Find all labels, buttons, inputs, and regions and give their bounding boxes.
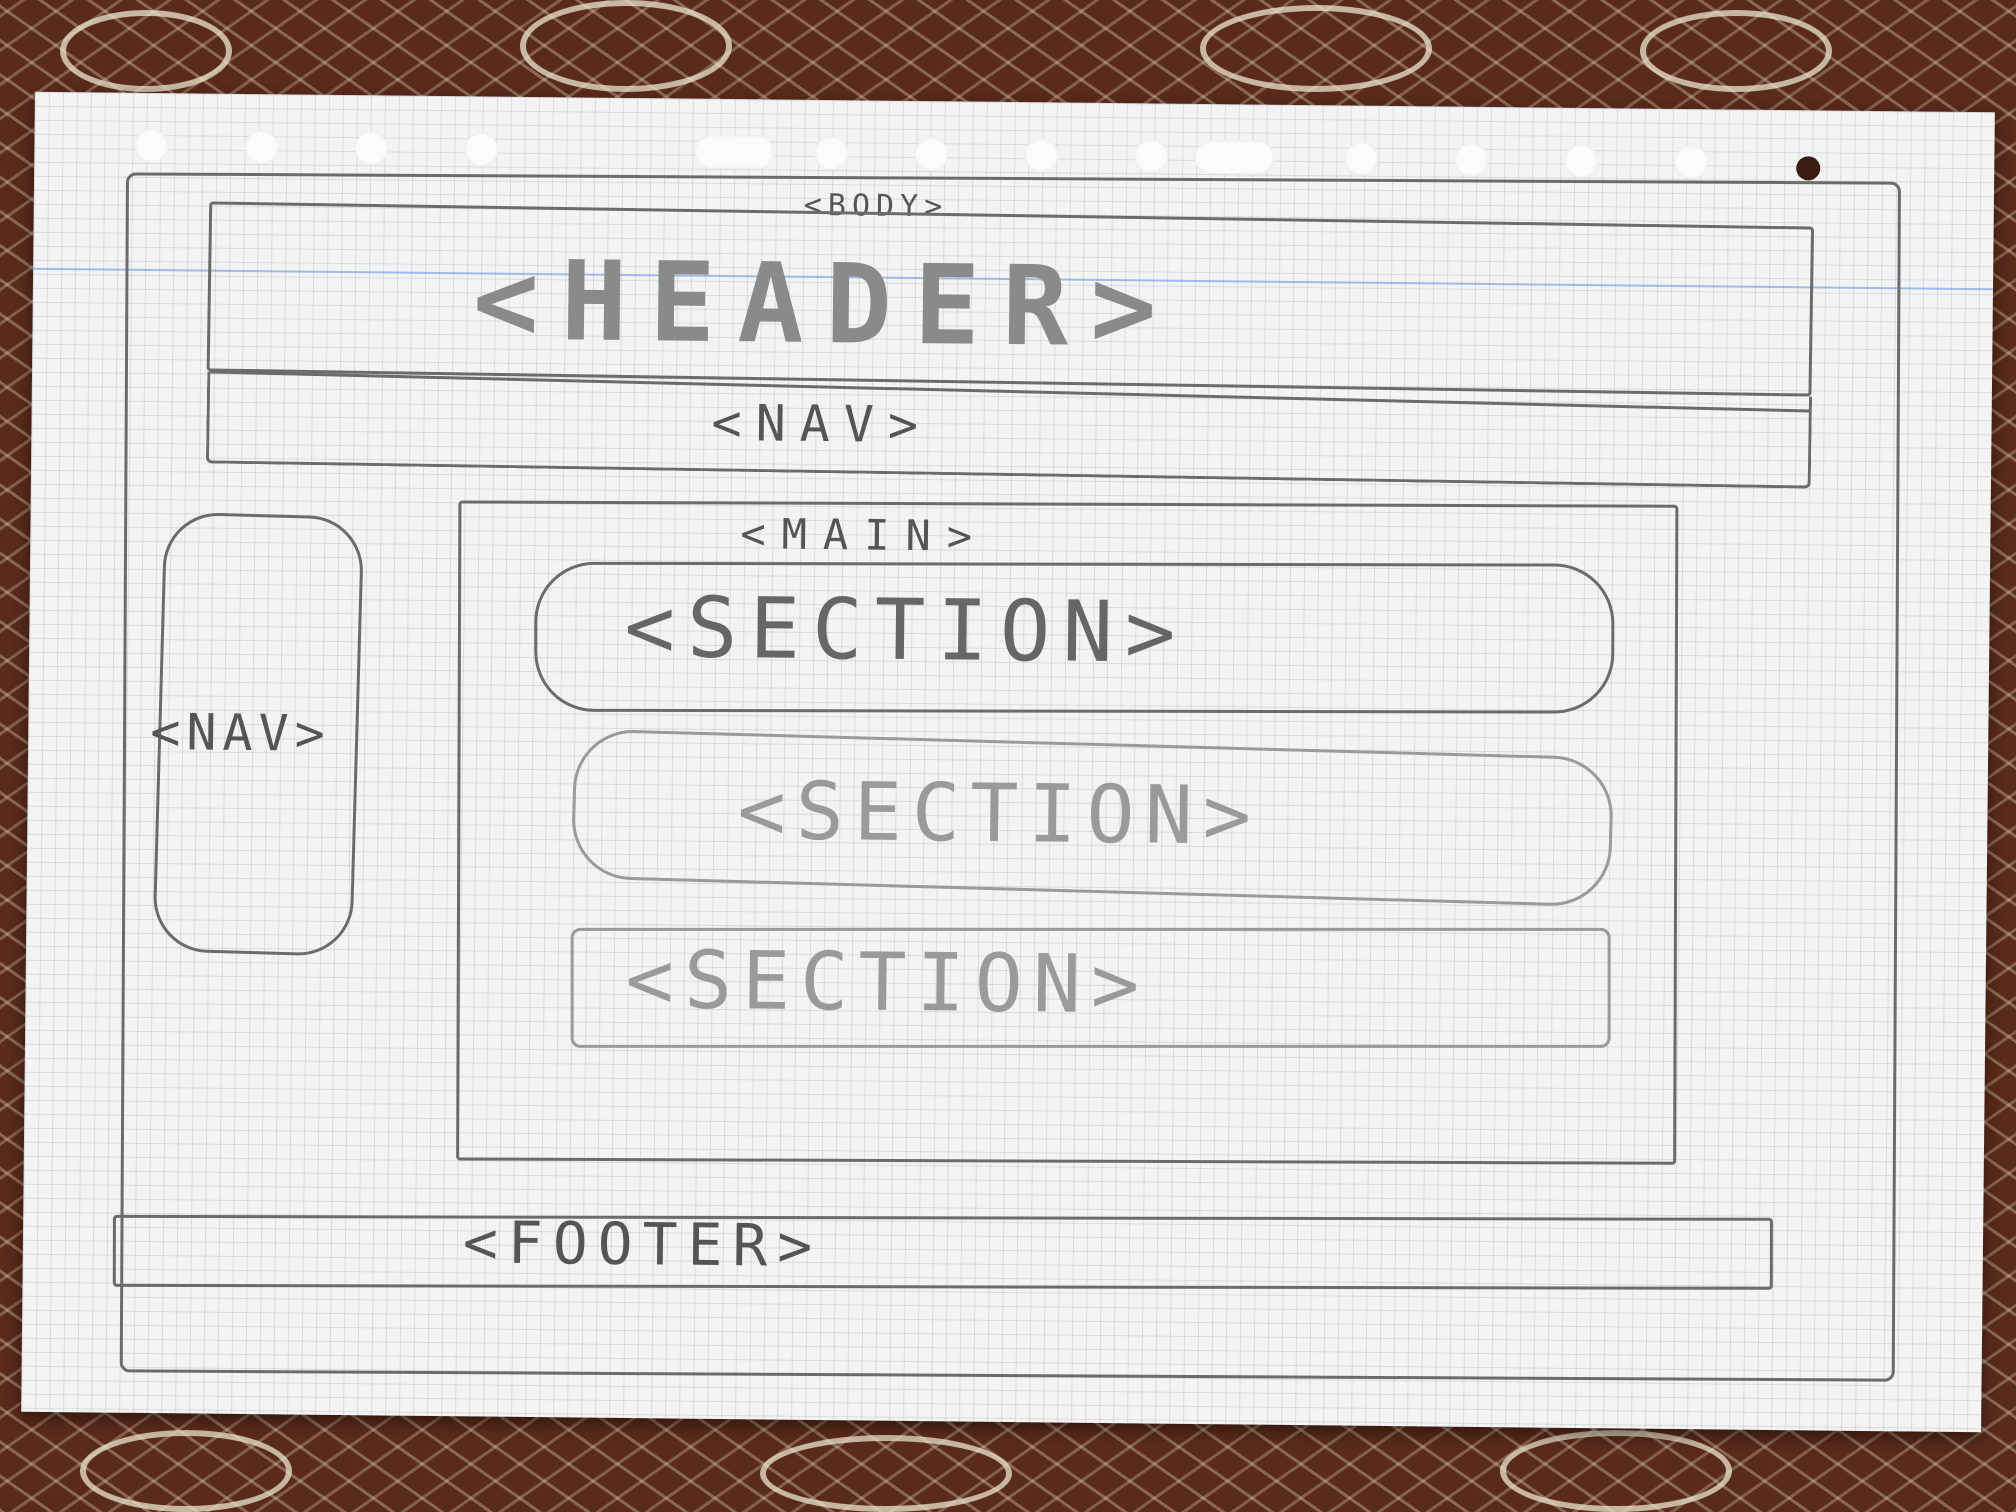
lace-pattern bbox=[1200, 5, 1432, 92]
punch-hole bbox=[134, 128, 169, 164]
lace-pattern bbox=[1500, 1430, 1732, 1512]
punch-hole bbox=[1674, 144, 1709, 180]
punch-hole bbox=[1134, 139, 1169, 174]
section-3-label: <SECTION> bbox=[625, 933, 1150, 1032]
punch-hole bbox=[694, 134, 775, 170]
side-nav-label: <NAV> bbox=[149, 703, 332, 763]
footer-label: <FOOTER> bbox=[462, 1208, 823, 1281]
punch-hole bbox=[814, 135, 849, 171]
punch-hole bbox=[244, 129, 279, 165]
lace-pattern bbox=[80, 1430, 292, 1512]
header-label: <HEADER> bbox=[472, 236, 1180, 372]
punch-hole bbox=[914, 136, 949, 172]
main-label: <MAIN> bbox=[740, 509, 989, 561]
punch-hole bbox=[354, 131, 389, 166]
lace-pattern bbox=[1640, 10, 1832, 92]
lace-pattern bbox=[760, 1435, 1012, 1512]
punch-hole bbox=[464, 132, 499, 167]
punch-hole bbox=[1796, 156, 1821, 181]
punch-hole bbox=[1564, 143, 1599, 179]
footer-box bbox=[112, 1214, 1773, 1290]
grid-paper-sheet: <BODY> <HEADER> <NAV> <NAV> <MAIN> <SECT… bbox=[21, 91, 1995, 1433]
section-1-label: <SECTION> bbox=[623, 577, 1189, 682]
lace-pattern bbox=[60, 10, 232, 92]
punch-hole bbox=[1454, 142, 1489, 177]
punch-hole bbox=[1024, 138, 1059, 173]
punch-hole bbox=[1194, 139, 1275, 175]
section-2-label: <SECTION> bbox=[736, 764, 1262, 863]
punch-hole bbox=[1344, 141, 1379, 176]
lace-pattern bbox=[520, 0, 732, 92]
